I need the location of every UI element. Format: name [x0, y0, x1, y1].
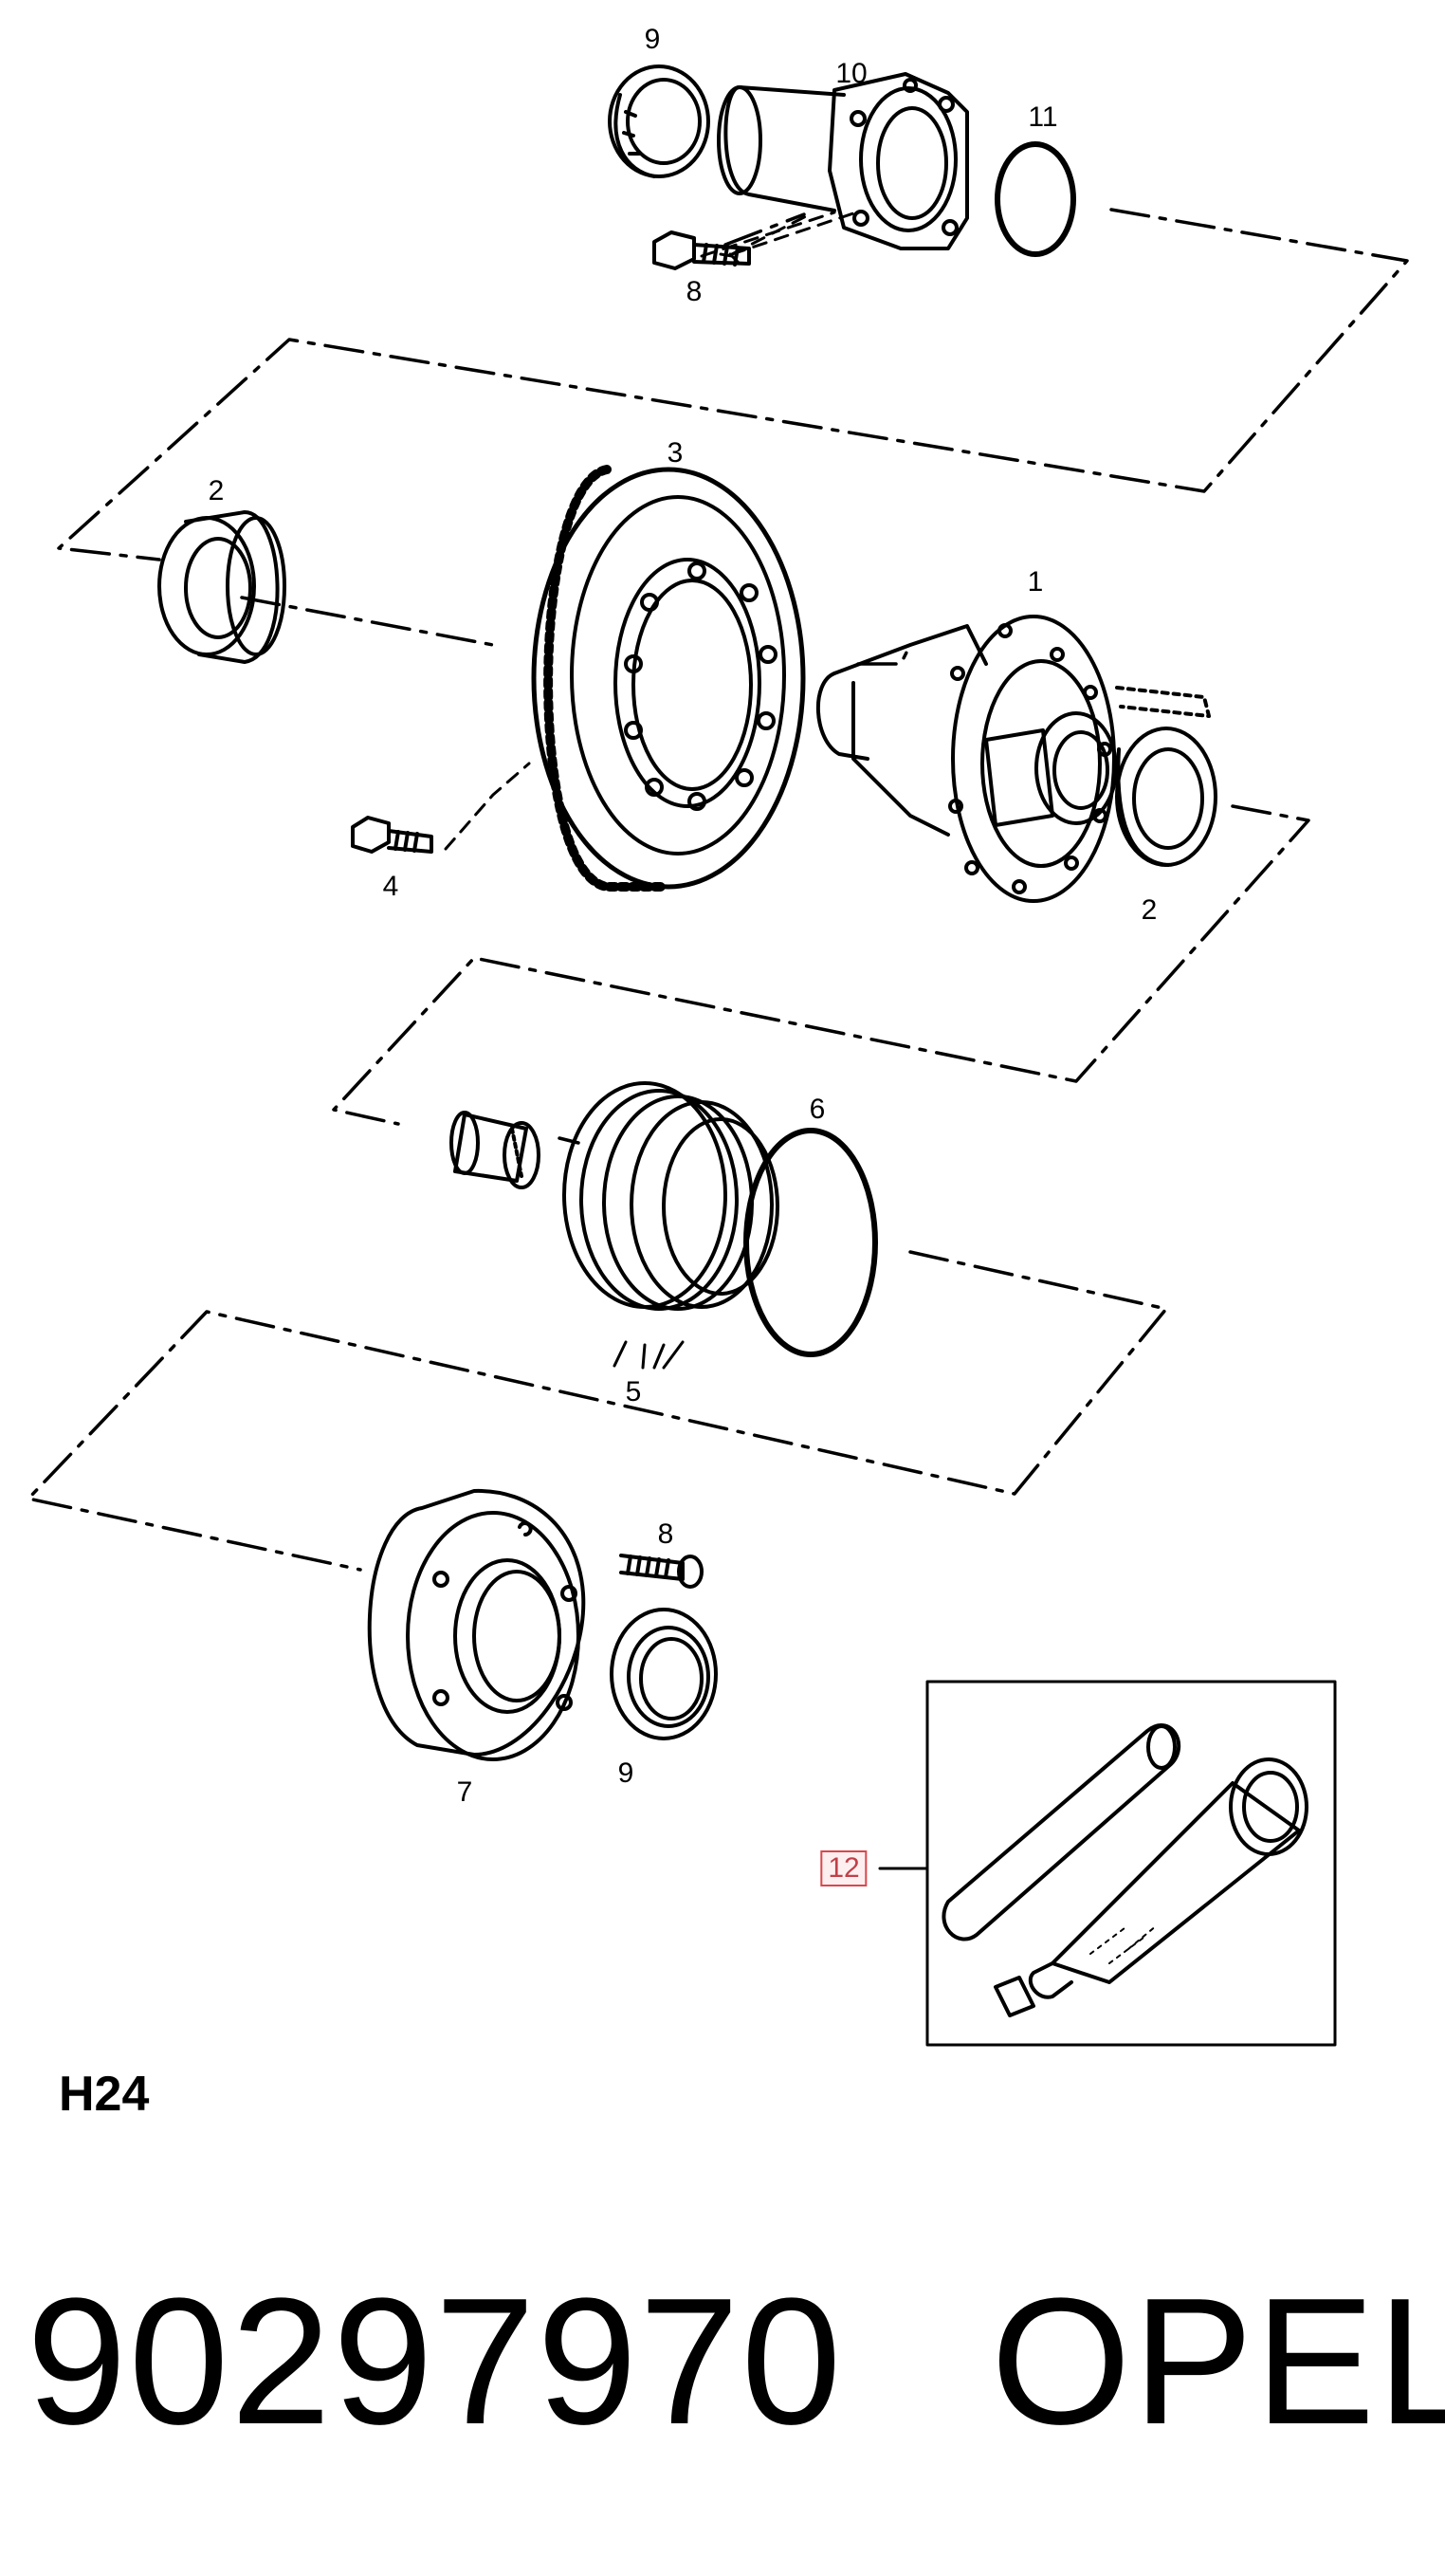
assembly-outline-middle — [27, 804, 1310, 1572]
callout-part-2-left: 2 — [208, 475, 225, 506]
callout-part-8-top: 8 — [686, 276, 703, 307]
callout-part-2-right: 2 — [1141, 894, 1158, 926]
callout-part-9-bottom: 9 — [617, 1757, 634, 1789]
callout-part-4: 4 — [382, 871, 399, 902]
callout-part-12: 12 — [820, 1850, 868, 1886]
sealant-kit-12 — [878, 1680, 1337, 2047]
flange-housing-10 — [717, 72, 969, 250]
assembly-outline-top — [57, 208, 1409, 666]
part-number: 90297970 — [27, 2261, 844, 2462]
seal-ring-9-top — [608, 64, 710, 178]
callout-part-10: 10 — [835, 58, 868, 89]
callout-part-11: 11 — [1028, 101, 1058, 133]
ring-gear-3 — [531, 465, 806, 892]
callout-part-5: 5 — [625, 1376, 642, 1408]
o-ring-11 — [995, 141, 1076, 257]
shim-set-5 — [562, 1081, 779, 1370]
callout-part-9-top: 9 — [644, 24, 661, 55]
brand-name: OPEL — [991, 2261, 1445, 2462]
section-code: H24 — [59, 2067, 150, 2122]
bearing-2-right — [1115, 727, 1217, 867]
bolt-8-top — [652, 230, 751, 270]
callout-part-6: 6 — [809, 1094, 826, 1125]
bolt-4 — [351, 816, 433, 854]
o-ring-6 — [743, 1128, 878, 1357]
bushing — [449, 1111, 540, 1189]
callout-part-8-bottom: 8 — [657, 1518, 674, 1550]
bearing-2-left — [157, 510, 286, 664]
seal-ring-9-bottom — [610, 1608, 718, 1740]
callout-part-3: 3 — [667, 437, 684, 469]
callout-part-1: 1 — [1027, 566, 1044, 598]
bolt-8-bottom — [619, 1554, 704, 1589]
differential-housing-1 — [815, 615, 1211, 903]
callout-part-7: 7 — [456, 1776, 473, 1808]
cover-flange-7 — [367, 1488, 586, 1761]
